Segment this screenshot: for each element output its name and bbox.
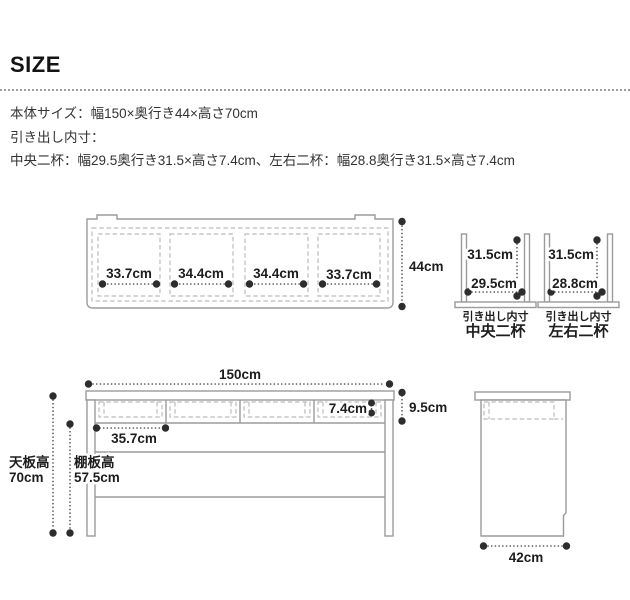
- dim-label-drawer-width-1: 33.7cm: [106, 266, 152, 281]
- dotted-separator: [0, 89, 630, 91]
- front-left-leg: [86, 399, 96, 537]
- drawer-compartment-4: [317, 233, 381, 297]
- dim-label-inset-depth-sides: 31.5cm: [548, 247, 594, 262]
- dim-desk-height: 天板高 70cm: [7, 392, 57, 537]
- top-view-inner-edge: [91, 227, 389, 302]
- dim-label-depth: 44cm: [409, 259, 444, 274]
- dim-drawer-width-3: 34.4cm: [245, 264, 308, 288]
- dim-label-shelf-height: 57.5cm: [74, 470, 120, 485]
- inset-caption-center: 中央二杯: [465, 322, 526, 340]
- dim-label-left-opening: 35.7cm: [111, 431, 157, 446]
- dim-label-desk-height-caption: 天板高: [9, 454, 50, 470]
- dim-width-150: 150cm: [84, 365, 394, 388]
- top-view: 33.7cm 34.4cm 34.4cm 33.7cm 44cm: [86, 214, 446, 311]
- side-top-board: [474, 391, 571, 401]
- inset-bottom-board: [537, 301, 620, 309]
- spec-line-drawer-detail: 中央二杯：幅29.5奥行き31.5×高さ7.4cm、左右二杯：幅28.8奥行き3…: [10, 153, 515, 168]
- dim-label-drawer-width-3: 34.4cm: [253, 266, 299, 281]
- spec-line-drawer-heading: 引き出し内寸：: [10, 129, 105, 145]
- side-drawer-dashed: [483, 401, 563, 420]
- dim-depth-44: 44cm: [398, 217, 446, 311]
- dim-side-depth: 42cm: [479, 542, 571, 568]
- dim-apron-height: 9.5cm: [398, 388, 450, 425]
- drawer-compartment-1: [97, 233, 161, 297]
- front-top-board: [85, 390, 395, 401]
- dim-shelf-height: 棚板高 57.5cm: [66, 420, 122, 537]
- inset-caption-small-sides: 引き出し内寸: [546, 309, 612, 323]
- dim-label-drawer-inner-height: 7.4cm: [329, 401, 367, 416]
- inset-caption-small-center: 引き出し内寸: [463, 309, 529, 323]
- inset-caption-sides: 左右二杯: [547, 322, 609, 340]
- drawer-compartment-2: [169, 233, 234, 297]
- dim-left-opening: 35.7cm: [92, 424, 170, 449]
- dim-label-drawer-width-4: 33.7cm: [326, 267, 372, 282]
- dim-label-side-depth: 42cm: [509, 550, 544, 565]
- section-title: SIZE: [10, 52, 61, 77]
- side-view: 42cm: [474, 391, 571, 568]
- front-right-leg: [384, 399, 394, 537]
- dim-label-width: 150cm: [219, 367, 261, 382]
- dim-drawer-inner-height: 7.4cm: [326, 399, 375, 419]
- spec-text-block: 本体サイズ：幅150×奥行き44×高さ70cm 引き出し内寸： 中央二杯：幅29…: [10, 102, 515, 173]
- dim-label-apron-height: 9.5cm: [409, 400, 447, 415]
- dim-drawer-width-1: 33.7cm: [98, 264, 161, 288]
- drawer-inset-center: 31.5cm 29.5cm 引き出し内寸 中央二杯: [454, 233, 537, 340]
- inset-right-wall: [606, 233, 614, 303]
- front-drawer-fronts: [98, 401, 382, 418]
- inset-bottom-board: [454, 301, 537, 309]
- dim-label-inset-width-center: 29.5cm: [471, 276, 517, 291]
- drawer-compartment-3: [244, 233, 309, 297]
- spec-line-body-size: 本体サイズ：幅150×奥行き44×高さ70cm: [10, 106, 258, 121]
- dim-label-inset-depth-center: 31.5cm: [467, 247, 513, 262]
- dim-label-inset-width-sides: 28.8cm: [552, 276, 598, 291]
- dim-drawer-width-4: 33.7cm: [318, 265, 381, 288]
- dim-drawer-width-2: 34.4cm: [170, 264, 233, 288]
- dim-label-shelf-height-caption: 棚板高: [74, 454, 115, 470]
- dim-label-desk-height: 70cm: [9, 470, 44, 485]
- dimension-diagram: 33.7cm 34.4cm 34.4cm 33.7cm 44cm: [7, 214, 620, 568]
- side-body-outline: [480, 399, 567, 537]
- drawer-inset-sides: 31.5cm 28.8cm 引き出し内寸 左右二杯: [537, 233, 620, 340]
- front-view: 150cm 7.4cm: [7, 365, 450, 537]
- dim-label-drawer-width-2: 34.4cm: [178, 266, 224, 281]
- top-view-outline: [86, 214, 394, 309]
